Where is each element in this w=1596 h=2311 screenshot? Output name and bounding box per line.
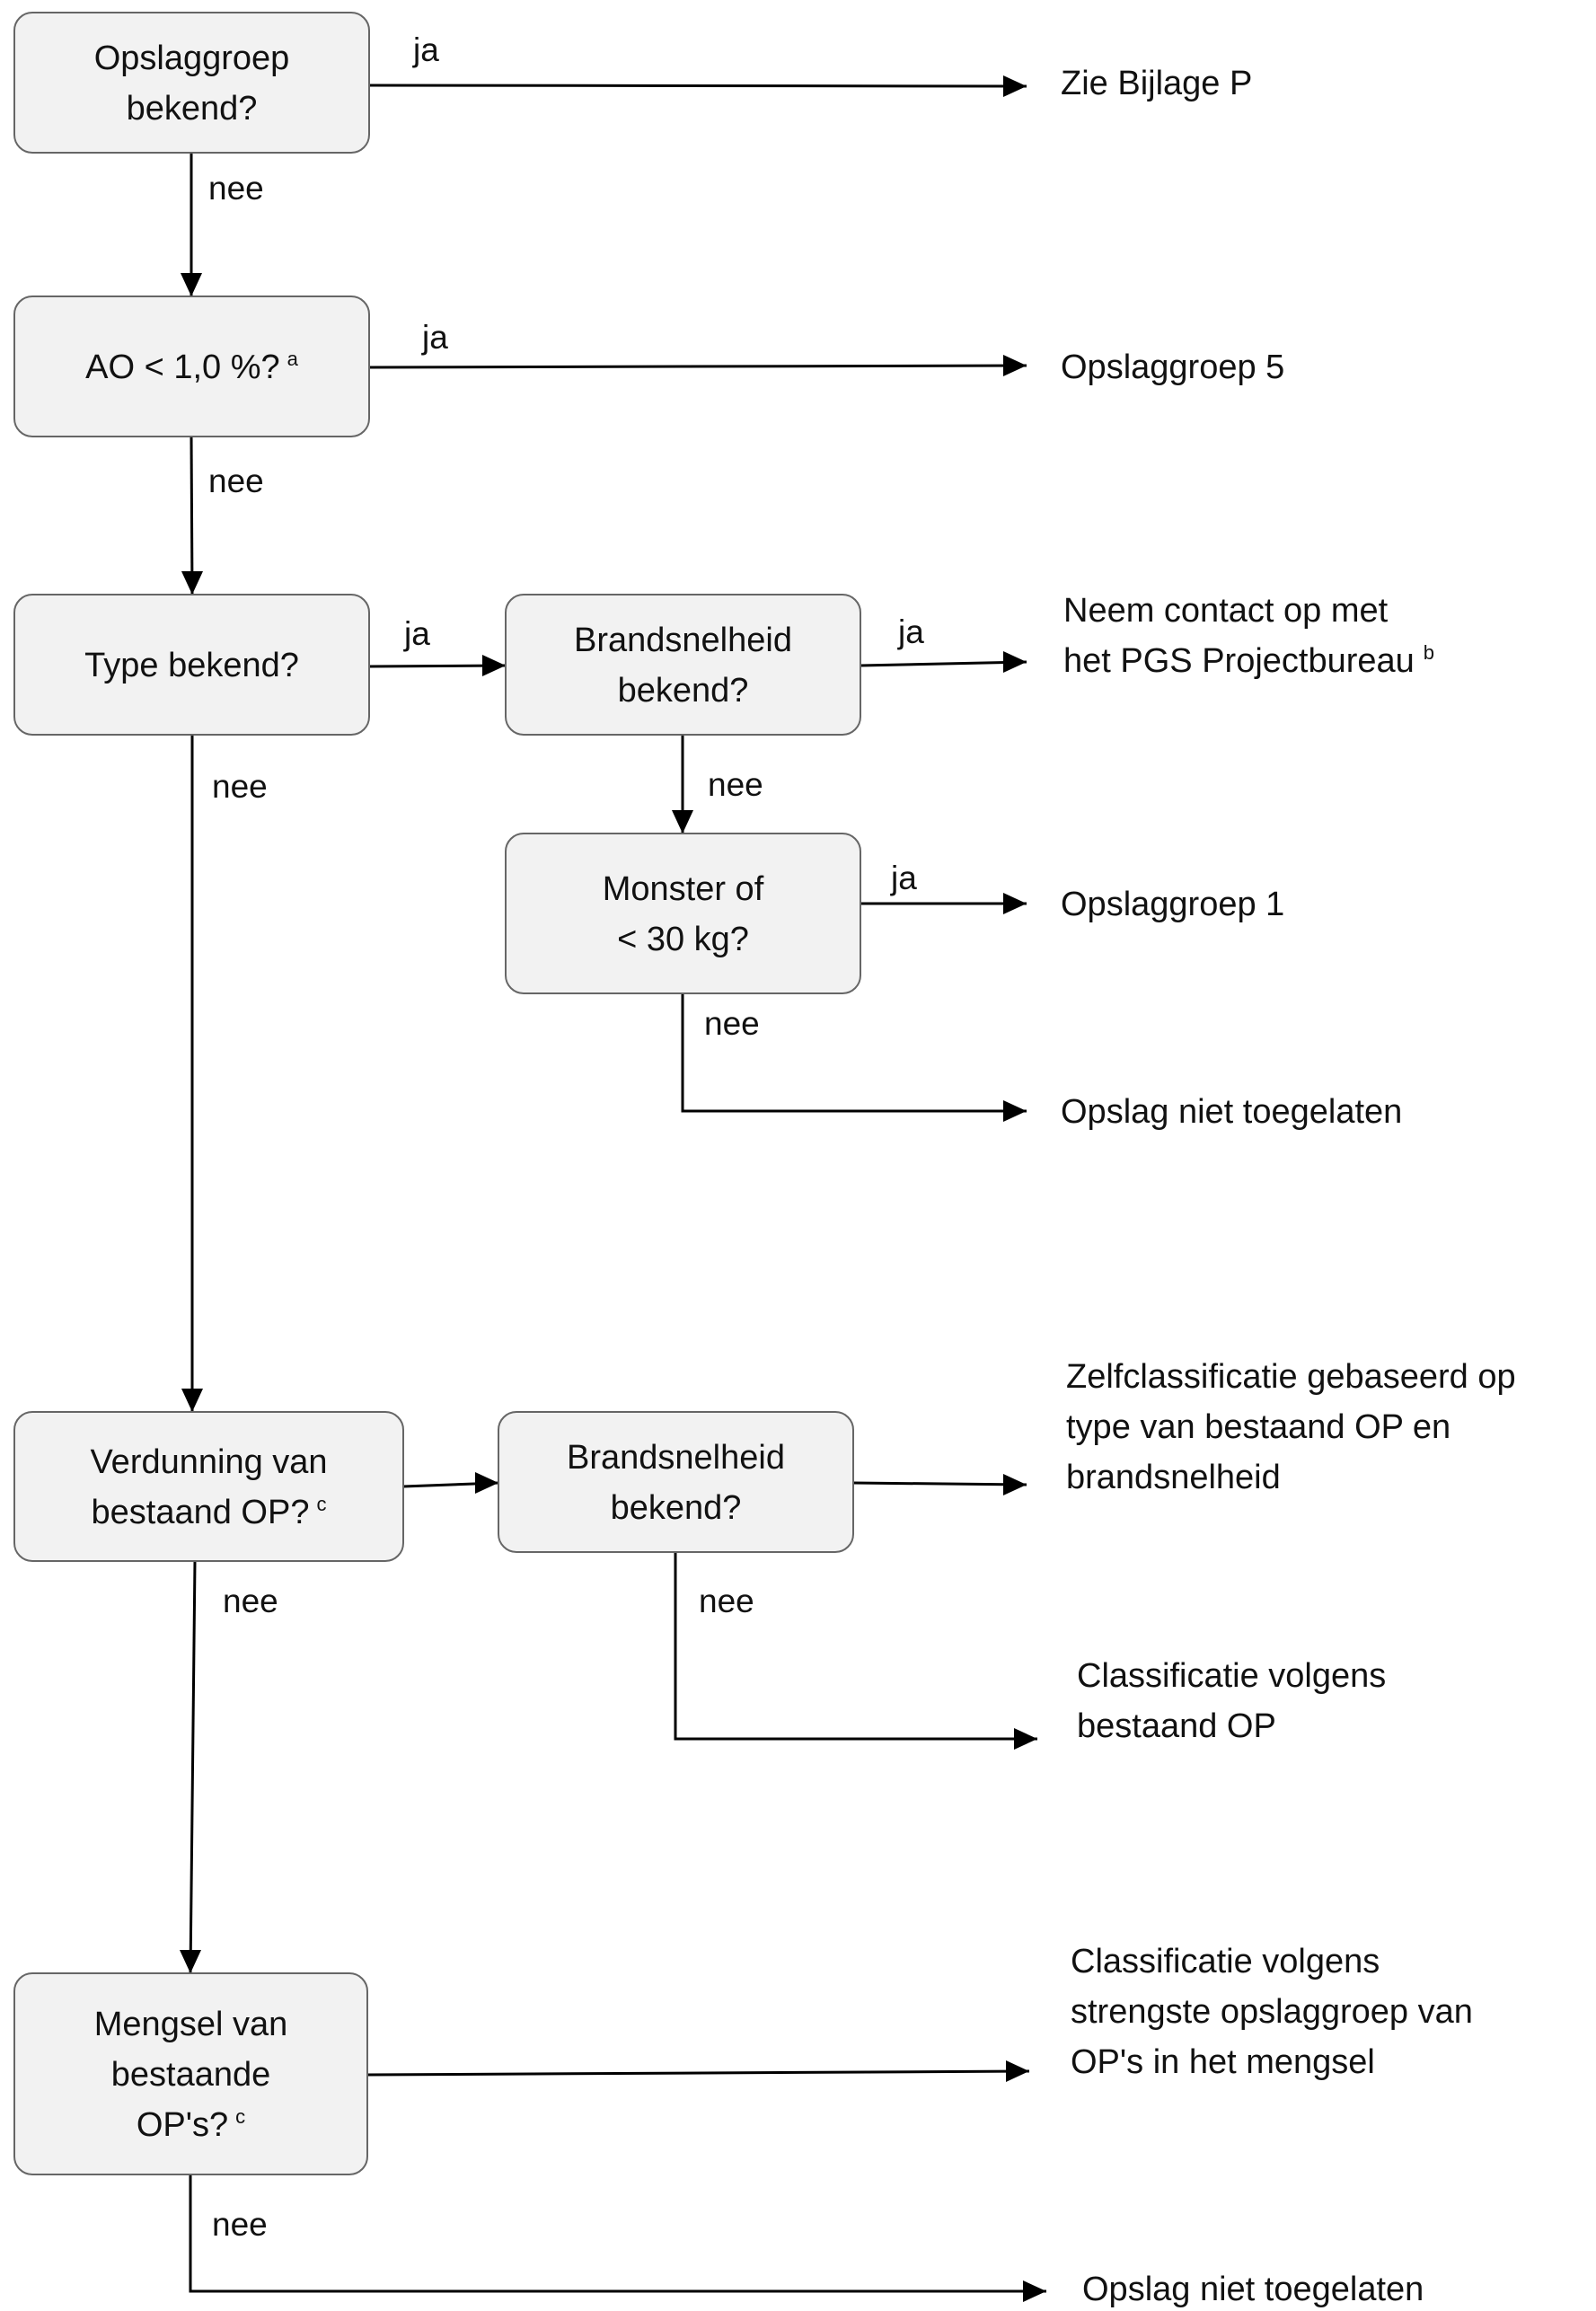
- arrow-b6-nee-b8: [180, 1560, 201, 1974]
- arrowhead: [475, 1472, 498, 1494]
- arrowhead: [1003, 75, 1027, 97]
- branch-labels: ja nee ja nee ja ja nee nee ja nee nee nee nee: [208, 31, 924, 2243]
- decision-box-b3: Type bekend?: [13, 594, 370, 736]
- outcome-o1: Zie Bijlage P: [1061, 65, 1252, 102]
- arrowhead: [672, 810, 693, 834]
- arrowhead: [1003, 1474, 1027, 1495]
- arrowhead: [181, 273, 202, 296]
- branch-label-nee: nee: [699, 1583, 754, 1619]
- arrow-b2-ja-o2: [368, 355, 1027, 376]
- arrow-b3-ja-b4: [368, 655, 507, 676]
- arrow-b1-ja-o1: [368, 75, 1027, 97]
- decision-box-b5: Monster of< 30 kg?: [505, 833, 861, 994]
- branch-label-nee: nee: [212, 768, 268, 805]
- arrow-b4-nee-b5: [672, 735, 693, 834]
- decision-text: AO < 1,0 %?a: [85, 348, 299, 386]
- arrowhead: [180, 1950, 201, 1973]
- arrowhead: [1023, 2280, 1046, 2302]
- arrow-b4-ja-o3: [860, 651, 1027, 673]
- arrowhead: [1003, 355, 1027, 376]
- arrowhead: [1003, 651, 1027, 673]
- branch-label-nee: nee: [704, 1005, 760, 1042]
- arrowhead: [181, 571, 203, 595]
- outcome-o4: Opslaggroep 1: [1061, 886, 1284, 923]
- outcome-o2: Opslaggroep 5: [1061, 348, 1284, 386]
- arrow-b1-nee-b2: [181, 153, 202, 296]
- arrow-b2-nee-b3: [181, 436, 203, 595]
- branch-label-nee: nee: [208, 170, 264, 207]
- branch-label-nee: nee: [208, 463, 264, 499]
- branch-label-nee: nee: [223, 1583, 278, 1619]
- decision-box-b2: AO < 1,0 %?a: [13, 295, 370, 437]
- outcome-o5: Opslag niet toegelaten: [1061, 1093, 1402, 1131]
- branch-label-ja: ja: [412, 31, 439, 68]
- arrowhead: [181, 1389, 203, 1412]
- arrowhead: [1006, 2060, 1029, 2082]
- arrow-b8-nee-o9: [189, 2174, 1046, 2302]
- arrowhead: [1003, 1100, 1027, 1122]
- arrowhead: [1014, 1728, 1037, 1750]
- decision-text: Monster of< 30 kg?: [603, 870, 764, 958]
- branch-label-nee: nee: [212, 2206, 268, 2243]
- branch-label-ja: ja: [897, 613, 924, 650]
- arrow-b5-nee-o5: [681, 993, 1027, 1122]
- arrow-b7-nee-o7: [674, 1552, 1037, 1750]
- arrow-b6-ja-b7: [402, 1472, 499, 1494]
- branch-label-nee: nee: [708, 766, 763, 803]
- outcome-o9: Opslag niet toegelaten: [1082, 2271, 1424, 2308]
- decision-text: Type bekend?: [84, 647, 299, 684]
- arrow-b5-ja-o4: [860, 893, 1027, 914]
- arrowhead: [1003, 893, 1027, 914]
- arrow-b8-ja-o8: [366, 2060, 1030, 2082]
- arrowhead: [482, 655, 506, 676]
- branch-label-ja: ja: [421, 319, 448, 356]
- arrow-b3-nee-b6: [181, 735, 203, 1412]
- connectors: [180, 75, 1046, 2302]
- arrow-b7-ja-o6: [852, 1474, 1027, 1495]
- branch-label-ja: ja: [403, 615, 430, 652]
- outcomes: Zie Bijlage P Opslaggroep 5 Neem contact o…: [1061, 65, 1516, 2308]
- branch-label-ja: ja: [890, 860, 917, 896]
